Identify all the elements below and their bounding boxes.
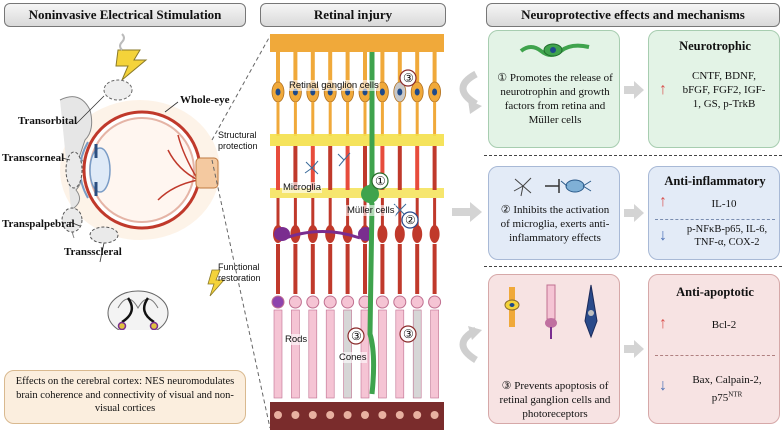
photoreceptor-cell [428, 244, 442, 399]
ganglion-cell [341, 52, 354, 136]
effect-up-neurotrophic: CNTF, BDNF, bFGF, FGF2, IGF-1, GS, p-Trk… [682, 70, 766, 110]
ganglion-cell [376, 52, 389, 136]
effect-box-anti-apoptotic: Anti-apoptotic ↑ Bcl-2 ↓ Bax, Calpain-2,… [648, 274, 780, 424]
up-arrow-icon: ↑ [659, 81, 667, 98]
label-transorbital: Transorbital [18, 115, 78, 127]
effect-box-neurotrophic: Neurotrophic ↑ CNTF, BDNF, bFGF, FGF2, I… [648, 30, 780, 148]
photoreceptor-cell [306, 244, 320, 399]
ganglion-cell [288, 52, 302, 136]
arrow-head-row3 [634, 340, 644, 358]
effect-divider [655, 355, 775, 356]
effect-box-anti-inflammatory: Anti-inflammatory ↑ IL-10 ↓ p-NFκB-p65, … [648, 166, 780, 260]
eye-illustration [59, 33, 225, 330]
cortex-effects-text: Effects on the cerebral cortex: NES neur… [15, 376, 235, 414]
photoreceptor-cell [288, 244, 302, 399]
label-muller-cells: Müller cells [346, 205, 396, 216]
label-cones: Cones [338, 352, 368, 363]
lightning-icon [115, 49, 148, 81]
right-header: Neuroprotective effects and mechanisms [486, 3, 780, 27]
effect-down-anti-inflammatory: p-NFκB-p65, IL-6, TNF-α, COX-2 [686, 224, 768, 248]
bipolar-cell [429, 146, 440, 243]
label-transscleral: Transscleral [64, 246, 122, 258]
markers [347, 69, 419, 345]
separator-2 [484, 266, 782, 267]
mechanism-box-anti-apoptotic: ③ Prevents apoptosis of retinal ganglion… [488, 274, 620, 424]
electrode-transpalpebral [61, 207, 83, 233]
bipolar-cell [394, 146, 405, 243]
marker-2-microglia: ② [405, 213, 416, 227]
up-arrow-icon: ↑ [659, 193, 667, 210]
effect-title-anti-inflammatory: Anti-inflammatory [664, 174, 766, 188]
marker-3-rod: ③ [351, 329, 362, 343]
arrow-head-row1 [634, 81, 644, 99]
middle-header: Retinal injury [260, 3, 446, 27]
label-rods: Rods [284, 334, 309, 345]
ganglion-cell [306, 52, 320, 136]
mechanism-text-2: ② Inhibits the activation of microglia, … [500, 204, 610, 244]
effect-down-anti-apoptotic: Bax, Calpain-2, p75NTR [677, 373, 777, 405]
ganglion-cell [323, 52, 337, 136]
retina-illustration [270, 34, 444, 430]
label-functional-restoration: Functional restoration [218, 262, 261, 283]
microglia-inhibit-icon [513, 177, 592, 197]
effect-divider [655, 219, 775, 220]
marker-3-rgc: ③ [403, 71, 414, 85]
left-header: Noninvasive Electrical Stimulation [4, 3, 246, 27]
effect-up-anti-inflammatory: IL-10 [711, 198, 737, 210]
arrow-row3 [624, 345, 634, 353]
electrode-transorbital [103, 79, 133, 101]
photoreceptor-cell [341, 244, 355, 399]
cell-types-icon [504, 284, 598, 339]
ganglion-cell [428, 52, 442, 136]
ganglion-cell [393, 52, 407, 136]
label-retinal-ganglion-cells: Retinal ganglion cells [288, 80, 380, 91]
mechanism-box-anti-inflammatory: ② Inhibits the activation of microglia, … [488, 166, 620, 260]
effect-up-anti-apoptotic: Bcl-2 [711, 319, 737, 331]
muller-cell [367, 52, 377, 395]
small-lightning-icon [207, 269, 225, 297]
marker-1-muller: ① [375, 174, 386, 188]
horizontal-cell [274, 227, 374, 242]
arrow-row2 [624, 209, 634, 217]
effect-title-anti-apoptotic: Anti-apoptotic [676, 285, 754, 299]
wave-arrow [119, 33, 125, 51]
muller-cell-icon [519, 43, 590, 57]
marker-3-cone: ③ [403, 327, 414, 341]
label-whole-eye: Whole-eye [180, 94, 230, 106]
label-transpalpebral: Transpalpebral [2, 218, 75, 230]
photoreceptor-cell [393, 244, 407, 399]
mechanism-text-1: ① Promotes the release of neurotrophin a… [497, 72, 613, 126]
bipolar-cell [325, 146, 336, 243]
mechanism-box-neurotrophic: ① Promotes the release of neurotrophin a… [488, 30, 620, 148]
microglia-cells [304, 152, 407, 217]
up-arrow-icon: ↑ [659, 315, 667, 332]
bipolar-cell [307, 146, 318, 243]
electrode-transcorneal [65, 151, 83, 189]
label-structural-protection: Structural protection [218, 130, 258, 151]
separator-1 [484, 155, 782, 156]
bipolar-cell [412, 146, 423, 243]
effect-down-anti-apoptotic-text: Bax, Calpain-2, p75NTR [692, 374, 762, 404]
label-microglia: Microglia [282, 182, 323, 193]
cortex-effects-box: Effects on the cerebral cortex: NES neur… [4, 370, 246, 424]
connector-arrows [452, 70, 482, 363]
effect-title-neurotrophic: Neurotrophic [679, 39, 751, 53]
brain-illustration [107, 290, 169, 330]
ganglion-cell [271, 52, 285, 136]
arrow-row1 [624, 86, 634, 94]
ganglion-cell [358, 52, 372, 136]
photoreceptor-cell [271, 244, 285, 399]
lens [89, 147, 111, 193]
photoreceptor-cell [323, 244, 337, 399]
mechanism-text-3: ③ Prevents apoptosis of retinal ganglion… [499, 380, 611, 420]
photoreceptor-cell [375, 244, 389, 399]
down-arrow-icon: ↓ [659, 377, 667, 394]
photoreceptor-cell [410, 244, 424, 399]
arrow-head-row2 [634, 204, 644, 222]
label-transcorneal: Transcorneal [2, 152, 65, 164]
down-arrow-icon: ↓ [659, 227, 667, 244]
superscript-ntr: NTR [728, 390, 743, 398]
ganglion-cell [410, 52, 424, 136]
